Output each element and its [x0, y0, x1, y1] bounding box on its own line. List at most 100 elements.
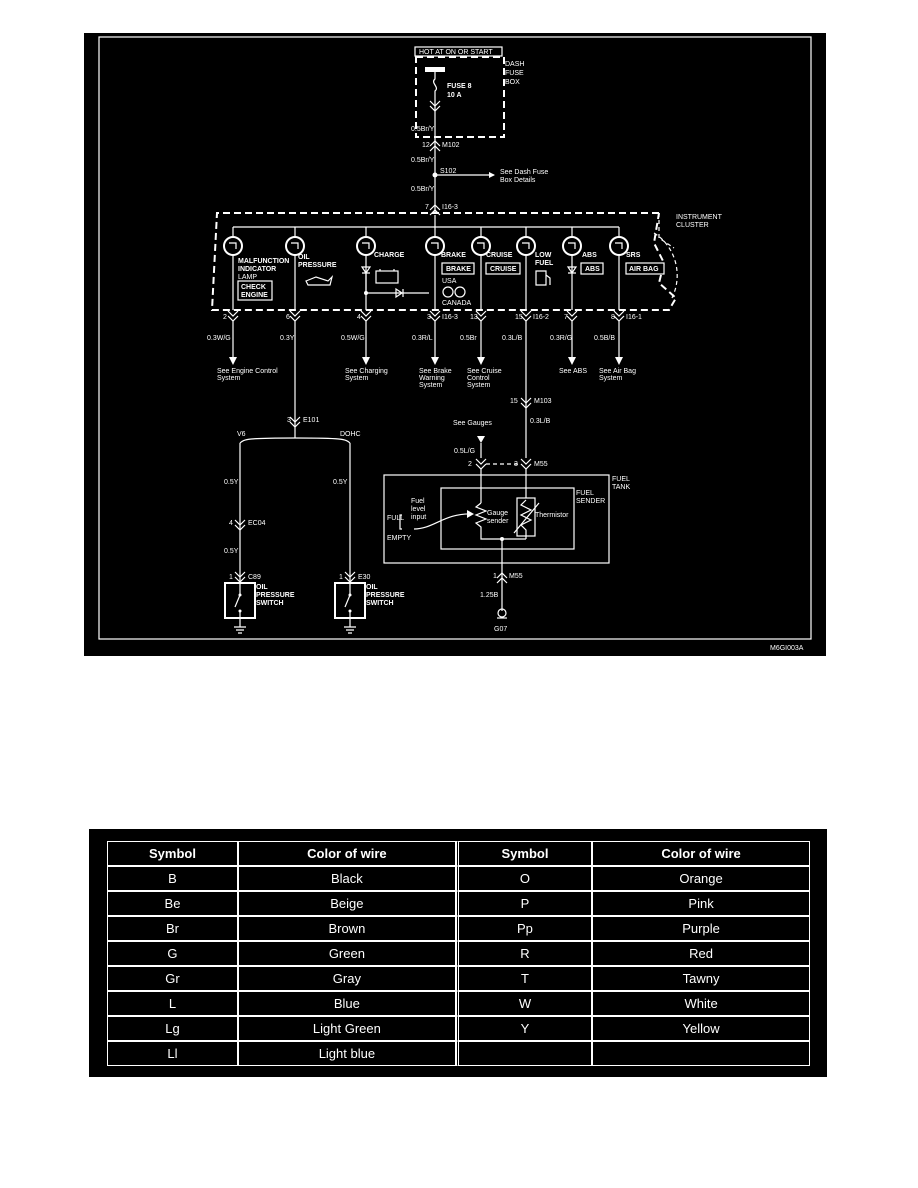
color-cell: Green [237, 941, 456, 966]
lamp-cruise [471, 227, 491, 310]
color-cell: Red [592, 941, 810, 966]
thermistor-resistor [519, 499, 533, 539]
ref-brake-1: See Brake [419, 368, 452, 375]
fuel-sender-label-1: FUEL [576, 490, 594, 497]
pin-13: 13 [470, 314, 478, 321]
m55b-label: M55 [509, 573, 523, 580]
check-engine-2: ENGINE [241, 292, 268, 299]
cluster-curve [653, 232, 678, 299]
usa-brake-symbol-icon [442, 286, 454, 298]
lamp-charge [356, 227, 376, 310]
pin-15: 15 [515, 314, 523, 321]
ref-abs: See ABS [559, 368, 587, 375]
e30-label: E30 [358, 574, 371, 581]
brake-box [441, 262, 475, 275]
empty-label: EMPTY [387, 535, 411, 542]
arrow-down-icon [229, 357, 237, 365]
ref-engine-1: See Engine Control [217, 368, 278, 375]
pin-7b: 7 [564, 314, 568, 321]
color-cell: White [592, 991, 810, 1016]
instrument-cluster-label-2: CLUSTER [676, 222, 709, 229]
fuel-float-bracket [399, 514, 402, 530]
m103-connector-icon [520, 397, 532, 409]
ground-stud-icon [497, 608, 507, 618]
symbol-cell: Ll [107, 1041, 238, 1066]
low-fuel-label-2: FUEL [535, 260, 554, 267]
wire-b-label: 0.5Br/Y [411, 157, 435, 164]
table-row: G Green R Red [107, 941, 810, 966]
color-cell: Light blue [237, 1041, 456, 1066]
color-cell: Yellow [592, 1016, 810, 1041]
hot-label-box [414, 46, 503, 57]
c89-label: C89 [248, 574, 261, 581]
lamp-mil [223, 227, 243, 310]
ref-brake-3: System [419, 382, 443, 389]
table-row: Br Brown Pp Purple [107, 916, 810, 941]
color-cell: Gray [237, 966, 456, 991]
table-row: B Black O Orange [107, 866, 810, 891]
oil-branch-split [239, 437, 351, 444]
ref-charging-2: System [345, 375, 369, 382]
charge-junction-dot [364, 291, 368, 295]
oil-switch-dohc-label-3: SWITCH [366, 600, 394, 607]
pin-8: 8 [611, 314, 615, 321]
lamp-oil [285, 227, 305, 310]
table-row: Ll Light blue [107, 1041, 810, 1066]
wire-label-w6: 0.3L/B [502, 335, 523, 342]
ec04-pin: 4 [229, 520, 233, 527]
m55-connector-a [475, 458, 487, 470]
cruise-box-text: CRUISE [490, 266, 517, 273]
symbol-cell: Lg [107, 1016, 238, 1041]
instrument-cluster-boundary [210, 212, 678, 311]
ref-airbag-2: System [599, 375, 623, 382]
m103-pin: 15 [510, 398, 518, 405]
wire-color-table: Symbol Color of wire Symbol Color of wir… [107, 841, 810, 1066]
color-cell [592, 1041, 810, 1066]
check-engine-box [237, 280, 273, 301]
header-symbol-2: Symbol [455, 841, 593, 866]
abs-box [580, 262, 604, 275]
fuel-sender-label-2: SENDER [576, 498, 605, 505]
conn-i16-2: I16-2 [533, 314, 549, 321]
symbol-cell: G [107, 941, 238, 966]
fuel-float-arm [413, 513, 473, 530]
ref-charging-1: See Charging [345, 368, 388, 375]
ref-cruise-1: See Cruise [467, 368, 502, 375]
color-cell: Pink [592, 891, 810, 916]
ref-brake-2: Warning [419, 375, 445, 382]
wire-label-w8: 0.5B/B [594, 335, 615, 342]
arrow-up-icon [477, 436, 485, 443]
header-symbol: Symbol [107, 841, 238, 866]
table-row: Gr Gray T Tawny [107, 966, 810, 991]
header-color: Color of wire [237, 841, 456, 866]
color-cell: Purple [592, 916, 810, 941]
wire-top-label: 0.5Br/Y [411, 126, 435, 133]
abs-box-text: ABS [585, 266, 600, 273]
canada-label: CANADA [442, 300, 472, 307]
symbol-cell: P [455, 891, 593, 916]
hot-label: HOT AT ON OR START [419, 49, 493, 56]
symbol-cell: L [107, 991, 238, 1016]
e101-pin: 3 [287, 417, 291, 424]
air-bag-box [625, 262, 665, 275]
fuse-label-1: FUSE 8 [447, 83, 472, 90]
color-cell: Tawny [592, 966, 810, 991]
lamp-abs [562, 227, 582, 310]
figure-id: M6GI003A [770, 645, 804, 652]
wire-ground-label: 1.25B [480, 592, 499, 599]
brake-diode-icon [395, 287, 404, 299]
color-cell: Light Green [237, 1016, 456, 1041]
arrow-down-icon [431, 357, 439, 365]
pin-6: 6 [286, 314, 290, 321]
dash-fuse-box [415, 56, 505, 138]
color-cell: Black [237, 866, 456, 891]
check-engine-1: CHECK [241, 284, 266, 291]
lamp-brake [425, 227, 445, 310]
i16-3-top-pin: 7 [425, 204, 429, 211]
m55-pin-2: 2 [468, 461, 472, 468]
wire-label-w3: 0.5W/G [341, 335, 365, 342]
wire-label-w4: 0.3R/L [412, 335, 433, 342]
fuse-symbol [432, 72, 438, 97]
symbol-cell: B [107, 866, 238, 891]
m55-pin-3: 3 [514, 461, 518, 468]
